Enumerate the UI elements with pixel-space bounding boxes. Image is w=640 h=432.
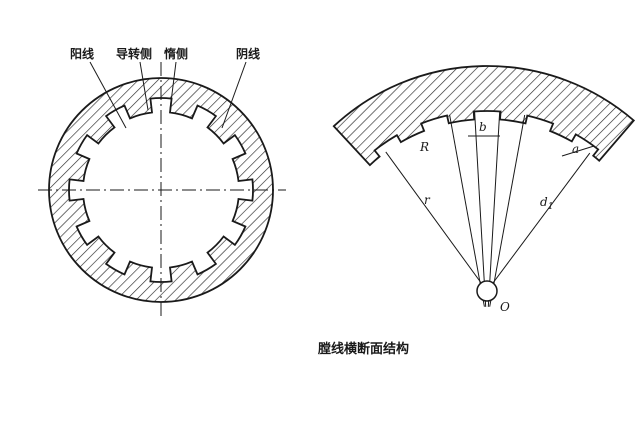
construction-lines bbox=[385, 111, 591, 307]
sector-wall-hatched bbox=[332, 65, 636, 167]
leader-guide-side bbox=[139, 61, 149, 111]
radius-line bbox=[385, 151, 488, 292]
groove-edge-line bbox=[474, 111, 487, 307]
label-guide-side: 导转侧 bbox=[116, 46, 152, 61]
symbol-r: r bbox=[424, 193, 431, 207]
dimension-a-line bbox=[561, 145, 595, 157]
bore-center-circle bbox=[476, 280, 498, 302]
symbol-a: a bbox=[572, 142, 579, 156]
label-drive-side: 惰侧 bbox=[164, 46, 188, 61]
symbol-d1: d1 bbox=[540, 195, 553, 212]
full-cross-section: 阳线 导转侧 惰侧 阴线 bbox=[38, 46, 286, 318]
groove-edge-line bbox=[489, 114, 526, 307]
enlarged-sector: b a R r d1 O bbox=[332, 65, 636, 314]
groove-edge-line bbox=[449, 114, 485, 307]
symbol-R: R bbox=[419, 140, 429, 154]
groove-edge-line bbox=[487, 111, 501, 307]
symbol-b: b bbox=[479, 120, 487, 134]
leader-right-yang bbox=[221, 61, 247, 129]
symbol-O: O bbox=[500, 300, 510, 314]
label-left-yang: 阳线 bbox=[70, 46, 94, 61]
radius-line bbox=[486, 152, 591, 292]
figure-caption: 膛线横断面结构 bbox=[317, 341, 409, 357]
leader-left-yang bbox=[89, 61, 127, 129]
leader-drive-side bbox=[169, 61, 177, 111]
label-right-yang: 阴线 bbox=[236, 46, 260, 61]
